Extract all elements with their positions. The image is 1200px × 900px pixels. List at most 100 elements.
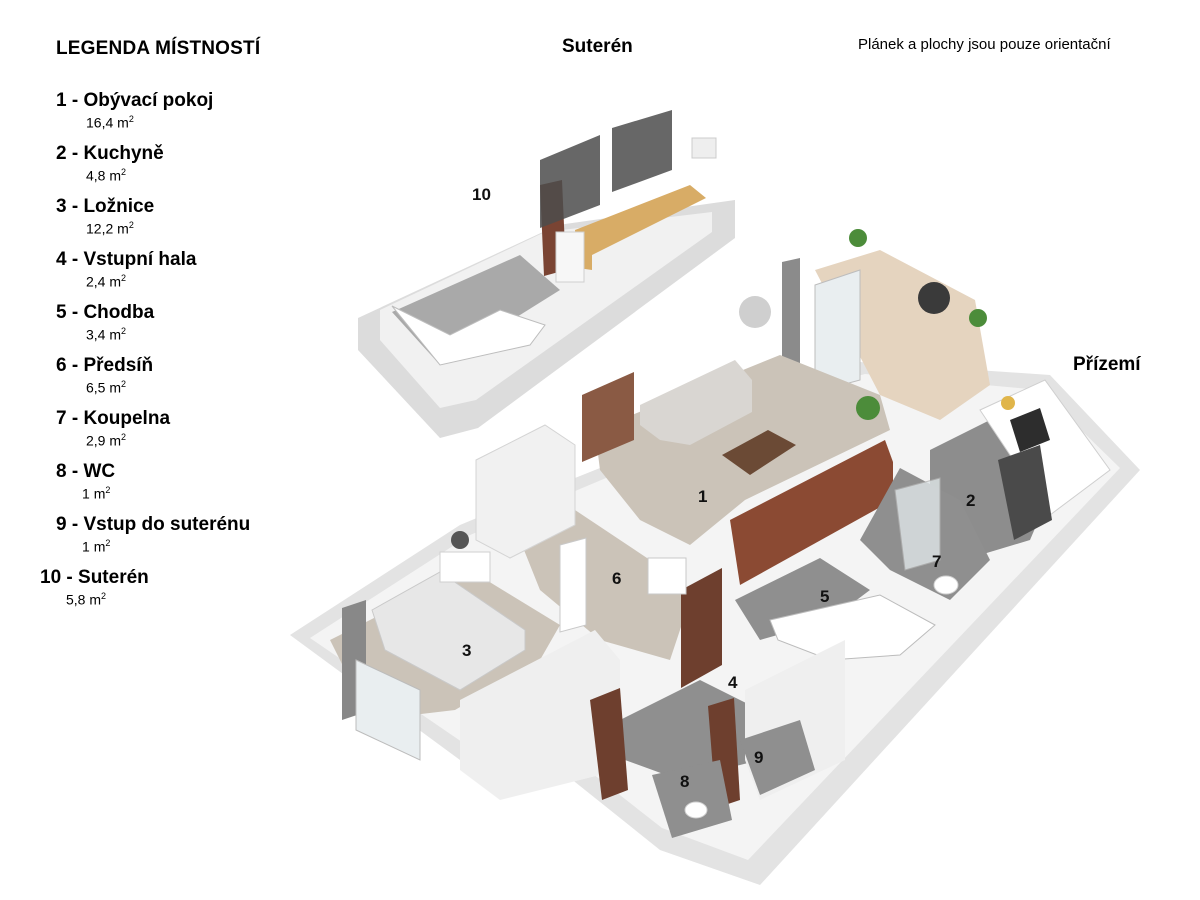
area-unit: m (109, 167, 122, 184)
basement-window (691, 137, 717, 159)
area-unit-exponent: 2 (121, 379, 127, 389)
legend-item: 4 - Vstupní hala 2,4 m2 (56, 249, 196, 290)
coffee-table (722, 430, 796, 475)
area-unit: m (117, 220, 129, 237)
area-value: 1 (82, 538, 90, 555)
ground-floor-label: Přízemí (1073, 354, 1141, 375)
living-room-bookcase (582, 372, 634, 462)
area-value: 12,2 (86, 220, 114, 237)
area-value: 2,9 (86, 432, 106, 449)
legend-item: 8 - WC 1 m2 (56, 461, 115, 502)
living-room-cabinet (730, 440, 893, 585)
bedside-lamp (451, 531, 469, 549)
area-unit: m (109, 432, 122, 449)
terrace-door (814, 269, 861, 393)
room-label-5: 5 (820, 587, 829, 606)
legend-room-name: 5 - Chodba (56, 302, 155, 323)
legend-room-name: 2 - Kuchyně (56, 143, 164, 164)
wc-toilet (684, 801, 708, 819)
room-label-10: 10 (472, 185, 491, 204)
entrance-door-white (559, 537, 587, 633)
floor-lamp (739, 296, 771, 328)
area-unit-exponent: 2 (128, 220, 134, 230)
staircase (769, 594, 936, 661)
legend-item: 2 - Kuchyně 4,8 m2 (56, 143, 164, 184)
legend-room-name: 7 - Koupelna (56, 408, 171, 429)
room-label-4: 4 (728, 673, 738, 692)
area-value: 6,5 (86, 379, 106, 396)
basement-shelf-left (540, 135, 600, 228)
wc-floor (652, 760, 732, 838)
area-unit-exponent: 2 (121, 273, 127, 283)
bedroom-partition-wall (460, 630, 620, 800)
legend-item: 3 - Ložnice 12,2 m2 (56, 196, 154, 237)
basement-workbench (575, 185, 706, 270)
area-unit-exponent: 2 (121, 167, 127, 177)
area-value: 4,8 (86, 167, 106, 184)
legend-room-name: 4 - Vstupní hala (56, 249, 197, 270)
room-label-1: 1 (698, 487, 707, 506)
ground-floor-plan: 1 6 3 2 7 5 4 (290, 229, 1140, 885)
area-value: 1 (82, 485, 90, 502)
room-label-6: 6 (612, 569, 621, 588)
refrigerator (998, 445, 1052, 540)
basement-shelf-right (612, 110, 672, 192)
area-unit: m (109, 273, 122, 290)
legend-item: 5 - Chodba 3,4 m2 (56, 302, 154, 343)
legend-room-name: 9 - Vstup do suterénu (56, 514, 251, 535)
room-label-9: 9 (754, 748, 763, 767)
area-unit-exponent: 2 (121, 326, 127, 336)
area-unit-exponent: 2 (101, 591, 107, 601)
basement-boiler (555, 231, 585, 283)
bedside-table (439, 551, 491, 583)
room-label-8: 8 (680, 772, 689, 791)
legend-item: 6 - Předsíň 6,5 m2 (56, 355, 153, 396)
room-label-7: 7 (932, 552, 941, 571)
legend-room-area: 3,4 m2 (86, 326, 154, 343)
wardrobe (475, 424, 576, 559)
legend-room-area: 4,8 m2 (86, 167, 164, 184)
basement-entry-floor (740, 720, 815, 795)
area-unit-exponent: 2 (128, 114, 134, 124)
shoe-cabinet (647, 557, 687, 595)
area-value: 16,4 (86, 114, 114, 131)
legend-room-area: 12,2 m2 (86, 220, 154, 237)
legend-room-area: 6,5 m2 (86, 379, 153, 396)
legend-room-area: 16,4 m2 (86, 114, 213, 131)
entrance-door (681, 568, 722, 688)
terrace-plant-2 (969, 309, 987, 327)
terrace-grill (918, 282, 950, 314)
area-unit: m (89, 591, 102, 608)
basement-staircase (391, 305, 546, 366)
area-unit: m (109, 379, 122, 396)
legend-room-name: 8 - WC (56, 461, 116, 482)
area-unit-exponent: 2 (105, 538, 111, 548)
legend-room-name: 6 - Předsíň (56, 355, 154, 376)
area-unit: m (93, 485, 106, 502)
vestibule-floor (620, 680, 780, 780)
corridor-floor (735, 558, 870, 640)
room-label-3: 3 (462, 641, 471, 660)
area-value: 2,4 (86, 273, 106, 290)
basement-floor-label: Suterén (562, 36, 633, 57)
basement-plan: 10 (358, 110, 735, 438)
legend-room-area: 2,9 m2 (86, 432, 170, 449)
bathroom-toilet (933, 575, 959, 595)
area-unit-exponent: 2 (105, 485, 111, 495)
living-room-sofa (640, 360, 752, 445)
legend-room-area: 1 m2 (82, 485, 115, 502)
legend-item: 9 - Vstup do suterénu 1 m2 (56, 514, 250, 555)
area-unit: m (93, 538, 106, 555)
area-unit-exponent: 2 (121, 432, 127, 442)
fruit-bowl (1001, 396, 1015, 410)
area-unit: m (117, 114, 129, 131)
legend-room-name: 3 - Ložnice (56, 196, 155, 217)
legend-room-area: 2,4 m2 (86, 273, 196, 290)
cooktop (1010, 408, 1050, 452)
bedroom-window (355, 659, 421, 761)
legend-room-name: 1 - Obývací pokoj (56, 90, 214, 111)
terrace-curtain (782, 258, 800, 374)
legend-room-area: 1 m2 (82, 538, 250, 555)
